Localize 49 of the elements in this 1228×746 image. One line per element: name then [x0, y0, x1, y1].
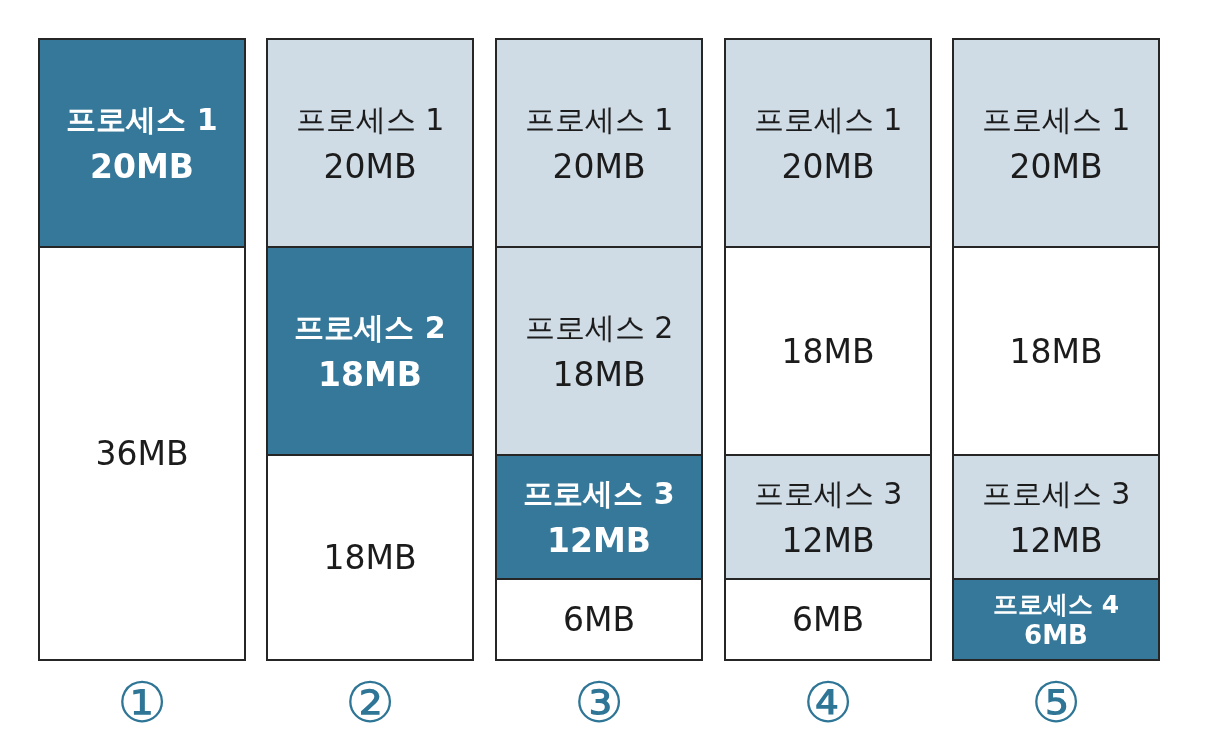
memory-column: [495, 38, 703, 661]
block-size: 20MB: [781, 146, 875, 188]
process-name: 프로세스 3: [981, 475, 1131, 513]
memory-column: [724, 38, 932, 661]
process-name: 프로세스 1: [295, 101, 445, 139]
step-number: ①: [116, 675, 168, 731]
memory-column: [38, 38, 246, 661]
process-name: 프로세스 4: [992, 588, 1120, 620]
step-number: ③: [573, 675, 625, 731]
process-name: 프로세스 1: [753, 101, 903, 139]
process-name: 프로세스 2: [524, 309, 674, 347]
process-name: 프로세스 3: [753, 475, 903, 513]
memory-column: [952, 38, 1160, 661]
process-name: 프로세스 1: [66, 101, 218, 139]
block-size: 12MB: [547, 520, 651, 562]
block-size: 20MB: [552, 146, 646, 188]
block-size: 6MB: [562, 599, 636, 641]
block-size: 6MB: [791, 599, 865, 641]
block-size: 20MB: [323, 146, 417, 188]
process-name: 프로세스 1: [981, 101, 1131, 139]
step-number: ②: [344, 675, 396, 731]
step-number: ⑤: [1030, 675, 1082, 731]
memory-block: [268, 40, 472, 246]
process-name: 프로세스 1: [524, 101, 674, 139]
memory-block: [40, 40, 244, 246]
process-name: 프로세스 3: [523, 475, 675, 513]
memory-block: [726, 40, 930, 246]
memory-block: [954, 454, 1158, 578]
block-size: 6MB: [1024, 619, 1088, 651]
process-name: 프로세스 2: [294, 309, 446, 347]
memory-column: [266, 38, 474, 661]
memory-block: [497, 454, 701, 578]
memory-block: [954, 578, 1158, 659]
block-size: 18MB: [552, 354, 646, 396]
memory-block: [497, 246, 701, 454]
memory-block: [726, 454, 930, 578]
block-size: 20MB: [90, 146, 194, 188]
block-size: 18MB: [1009, 330, 1103, 373]
memory-block: [954, 40, 1158, 246]
block-size: 18MB: [781, 330, 875, 373]
block-size: 12MB: [781, 520, 875, 562]
memory-block: [497, 40, 701, 246]
block-size: 12MB: [1009, 520, 1103, 562]
block-size: 36MB: [95, 433, 189, 475]
memory-block: [268, 246, 472, 454]
block-size: 18MB: [318, 354, 422, 396]
step-number: ④: [802, 675, 854, 731]
block-size: 18MB: [323, 537, 417, 579]
block-size: 20MB: [1009, 146, 1103, 188]
